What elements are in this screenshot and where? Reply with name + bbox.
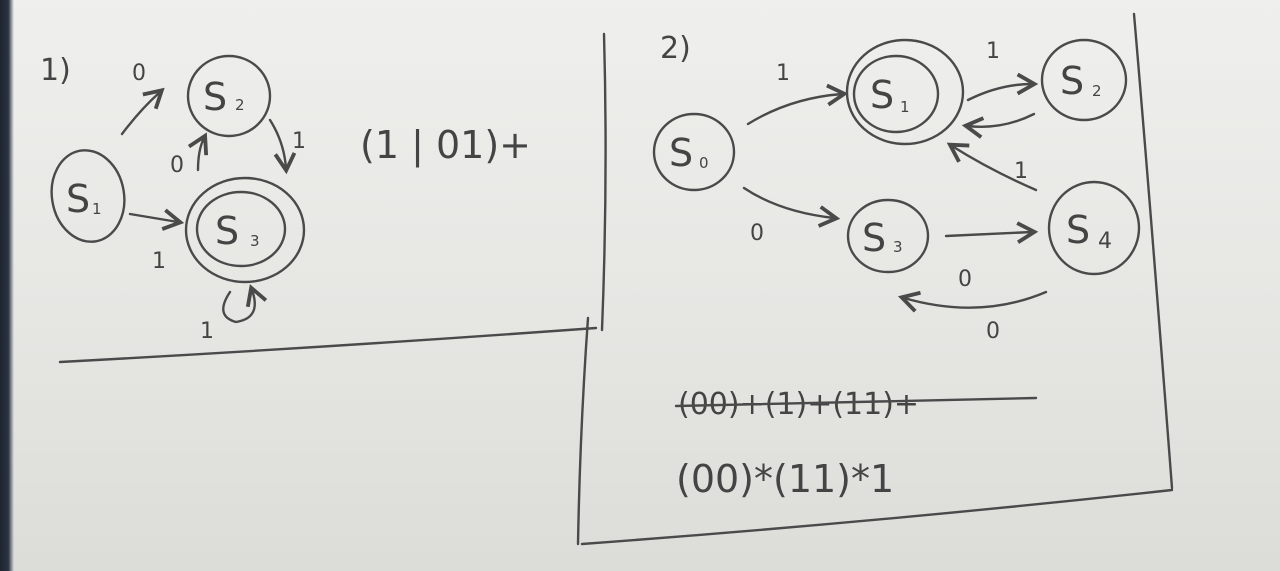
edge-label-s4-s3: 0 bbox=[986, 319, 1000, 344]
state-subscript: 0 bbox=[699, 154, 709, 172]
state-s1-p2-accepting: S 1 bbox=[845, 38, 965, 146]
state-letter: S bbox=[66, 177, 90, 221]
state-inner-circle bbox=[852, 54, 940, 134]
edge-label-s1-s3: 1 bbox=[152, 249, 166, 274]
section-2: 2) S 0 S 1 S 2 S 3 S 4 bbox=[576, 12, 1174, 546]
edge-s3-self-loop bbox=[222, 284, 268, 324]
edge-s0-to-s1 bbox=[746, 83, 849, 126]
strikethrough-line bbox=[674, 396, 1038, 408]
state-s3-p2: S 3 bbox=[846, 198, 930, 274]
edge-label-s2-s3: 1 bbox=[292, 129, 306, 154]
section-1: 1) S 1 S 2 S 3 0 1 0 1 1 bbox=[40, 32, 607, 364]
state-letter: S bbox=[862, 216, 886, 260]
edge-s0-to-s3 bbox=[742, 186, 841, 228]
state-s3-p1-accepting: S 3 bbox=[184, 176, 306, 284]
edge-label-s1-s2: 1 bbox=[986, 39, 1000, 64]
state-circle bbox=[1047, 180, 1141, 276]
edge-label-s0-s3: 0 bbox=[750, 221, 764, 246]
state-s0-p2: S 0 bbox=[652, 112, 736, 192]
state-letter: S bbox=[1066, 208, 1090, 252]
edge-label-s3-s4: 0 bbox=[958, 267, 972, 292]
box-right-border bbox=[1132, 12, 1174, 490]
edge-s1-to-s2 bbox=[120, 87, 165, 136]
state-subscript: 3 bbox=[893, 238, 903, 256]
edge-s4-to-s1 bbox=[946, 142, 1038, 192]
edge-s2-to-s3 bbox=[268, 118, 297, 175]
state-s4-p2: S 4 bbox=[1047, 180, 1141, 276]
horizontal-divider-p1 bbox=[58, 326, 598, 364]
edge-s3-to-s4 bbox=[944, 221, 1039, 244]
edge-label-s0-s1: 1 bbox=[776, 61, 790, 86]
state-circle bbox=[1040, 38, 1128, 122]
state-s2-p2: S 2 bbox=[1040, 38, 1128, 122]
problem-1-number: 1) bbox=[40, 53, 71, 88]
state-letter: S bbox=[203, 75, 227, 119]
state-letter: S bbox=[870, 73, 894, 117]
state-inner-circle bbox=[195, 190, 287, 268]
state-circle bbox=[186, 54, 272, 138]
state-circle bbox=[846, 198, 930, 274]
box-bottom-border bbox=[580, 488, 1174, 546]
state-letter: S bbox=[1060, 59, 1084, 103]
state-circle bbox=[652, 112, 736, 192]
edge-s2-to-s1-return bbox=[961, 112, 1036, 139]
state-s1-p1: S 1 bbox=[50, 149, 126, 243]
regex-p1: (1 | 01)+ bbox=[360, 123, 531, 168]
edge-s1-to-s2 bbox=[966, 72, 1039, 102]
edge-label-s4-s1: 1 bbox=[1014, 159, 1028, 184]
state-outer-circle bbox=[184, 176, 306, 284]
edge-label-s3-loop: 1 bbox=[200, 319, 214, 344]
edge-s3-to-s2 bbox=[187, 132, 209, 172]
state-circle bbox=[50, 149, 126, 243]
edge-label-s3-s2: 0 bbox=[170, 153, 184, 178]
state-subscript: 3 bbox=[250, 232, 260, 250]
vertical-divider-p1 bbox=[600, 32, 607, 332]
state-subscript: 4 bbox=[1098, 229, 1112, 254]
state-subscript: 1 bbox=[92, 200, 102, 218]
state-subscript: 1 bbox=[900, 98, 910, 116]
state-s2-p1: S 2 bbox=[186, 54, 272, 138]
problem-2-number: 2) bbox=[660, 31, 691, 66]
state-letter: S bbox=[215, 209, 239, 253]
desk-edge-shadow bbox=[0, 0, 14, 571]
regex-p2: (00)*(11)*1 bbox=[676, 457, 894, 501]
state-letter: S bbox=[669, 131, 693, 175]
state-subscript: 2 bbox=[235, 96, 245, 114]
edge-label-s1-s2: 0 bbox=[132, 61, 146, 86]
state-subscript: 2 bbox=[1092, 82, 1102, 100]
edge-s4-to-s3 bbox=[897, 290, 1048, 313]
box-left-border bbox=[576, 316, 590, 546]
edge-s1-to-s3 bbox=[128, 208, 185, 231]
